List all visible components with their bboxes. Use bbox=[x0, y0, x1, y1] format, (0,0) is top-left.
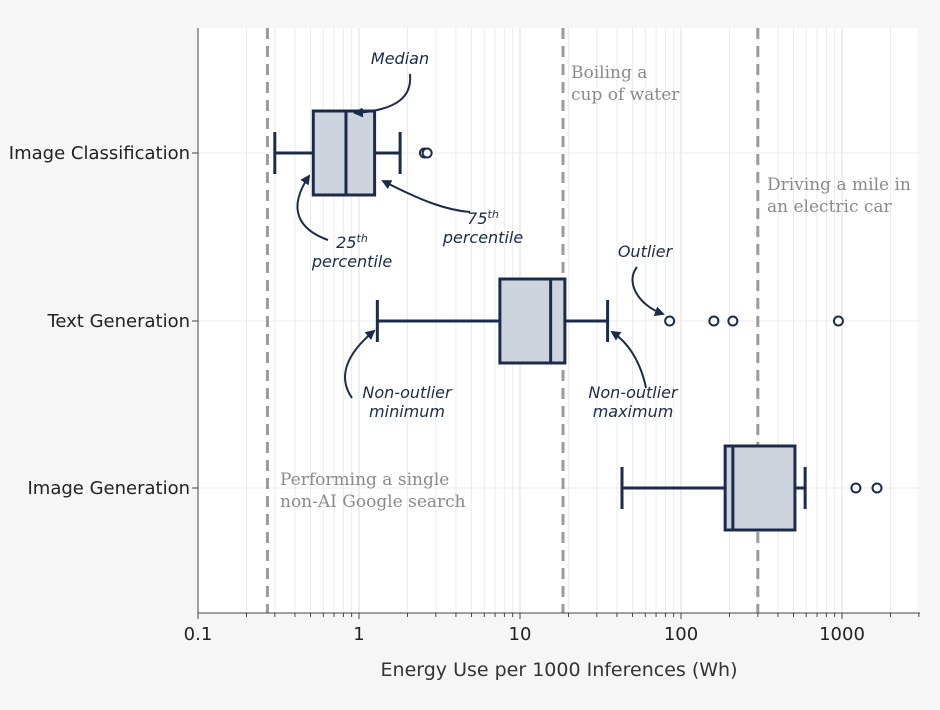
outlier-point bbox=[871, 482, 883, 494]
x-tick-label: 0.1 bbox=[184, 624, 213, 645]
x-tick-label: 100 bbox=[664, 624, 698, 645]
annotation-arrow bbox=[631, 266, 665, 316]
annotation-label: maximum bbox=[593, 402, 674, 421]
reference-line-label: cup of water bbox=[571, 85, 680, 105]
outlier-point bbox=[664, 315, 676, 327]
reference-line-label: an electric car bbox=[767, 197, 893, 217]
annotation-label: Non-outlier bbox=[362, 383, 453, 402]
annotation-label: percentile bbox=[442, 228, 524, 247]
category-label: Image Classification bbox=[9, 143, 190, 164]
box-plot-image-classification bbox=[273, 109, 433, 197]
boxes bbox=[273, 109, 883, 532]
annotation-arrow bbox=[381, 180, 471, 213]
annotation-median: Median bbox=[353, 49, 429, 118]
iqr-box bbox=[311, 109, 377, 197]
category-label: Text Generation bbox=[46, 311, 190, 332]
outlier-point bbox=[708, 315, 720, 327]
annotation-label: 75th bbox=[467, 208, 499, 229]
x-axis-title: Energy Use per 1000 Inferences (Wh) bbox=[381, 659, 738, 681]
annotation-label: percentile bbox=[311, 252, 393, 271]
annotation-label: Non-outlier bbox=[588, 383, 679, 402]
outlier-point bbox=[832, 315, 844, 327]
x-tick-label: 1000 bbox=[819, 624, 865, 645]
annotation-label: Median bbox=[371, 49, 429, 68]
box-plot-image-generation bbox=[620, 444, 883, 532]
outlier-point bbox=[421, 147, 433, 159]
category-label: Image Generation bbox=[27, 478, 190, 499]
iqr-box bbox=[723, 444, 797, 532]
annotation-arrow bbox=[344, 329, 376, 399]
reference-line-label: Boiling a bbox=[571, 63, 647, 83]
annotation-label: minimum bbox=[369, 402, 445, 421]
outlier-point bbox=[727, 315, 739, 327]
annotation-arrow bbox=[353, 73, 412, 118]
iqr-box bbox=[498, 277, 567, 365]
annotation-label: Outlier bbox=[618, 242, 674, 261]
annotation-label: 25th bbox=[336, 232, 368, 253]
box-plot-text-generation bbox=[375, 277, 844, 365]
reference-line-label: non-AI Google search bbox=[280, 492, 466, 512]
annotations: Median25thpercentile75thpercentileOutlie… bbox=[296, 49, 679, 421]
outlier-point bbox=[850, 482, 862, 494]
reference-line-label: Driving a mile in bbox=[767, 175, 911, 195]
x-tick-label: 10 bbox=[509, 624, 532, 645]
annotation-outlier: Outlier bbox=[618, 242, 674, 316]
annotation-arrow bbox=[296, 174, 329, 241]
x-tick-label: 1 bbox=[353, 624, 364, 645]
reference-line-label: Performing a single bbox=[280, 470, 449, 490]
annotation-arrow bbox=[610, 330, 647, 389]
